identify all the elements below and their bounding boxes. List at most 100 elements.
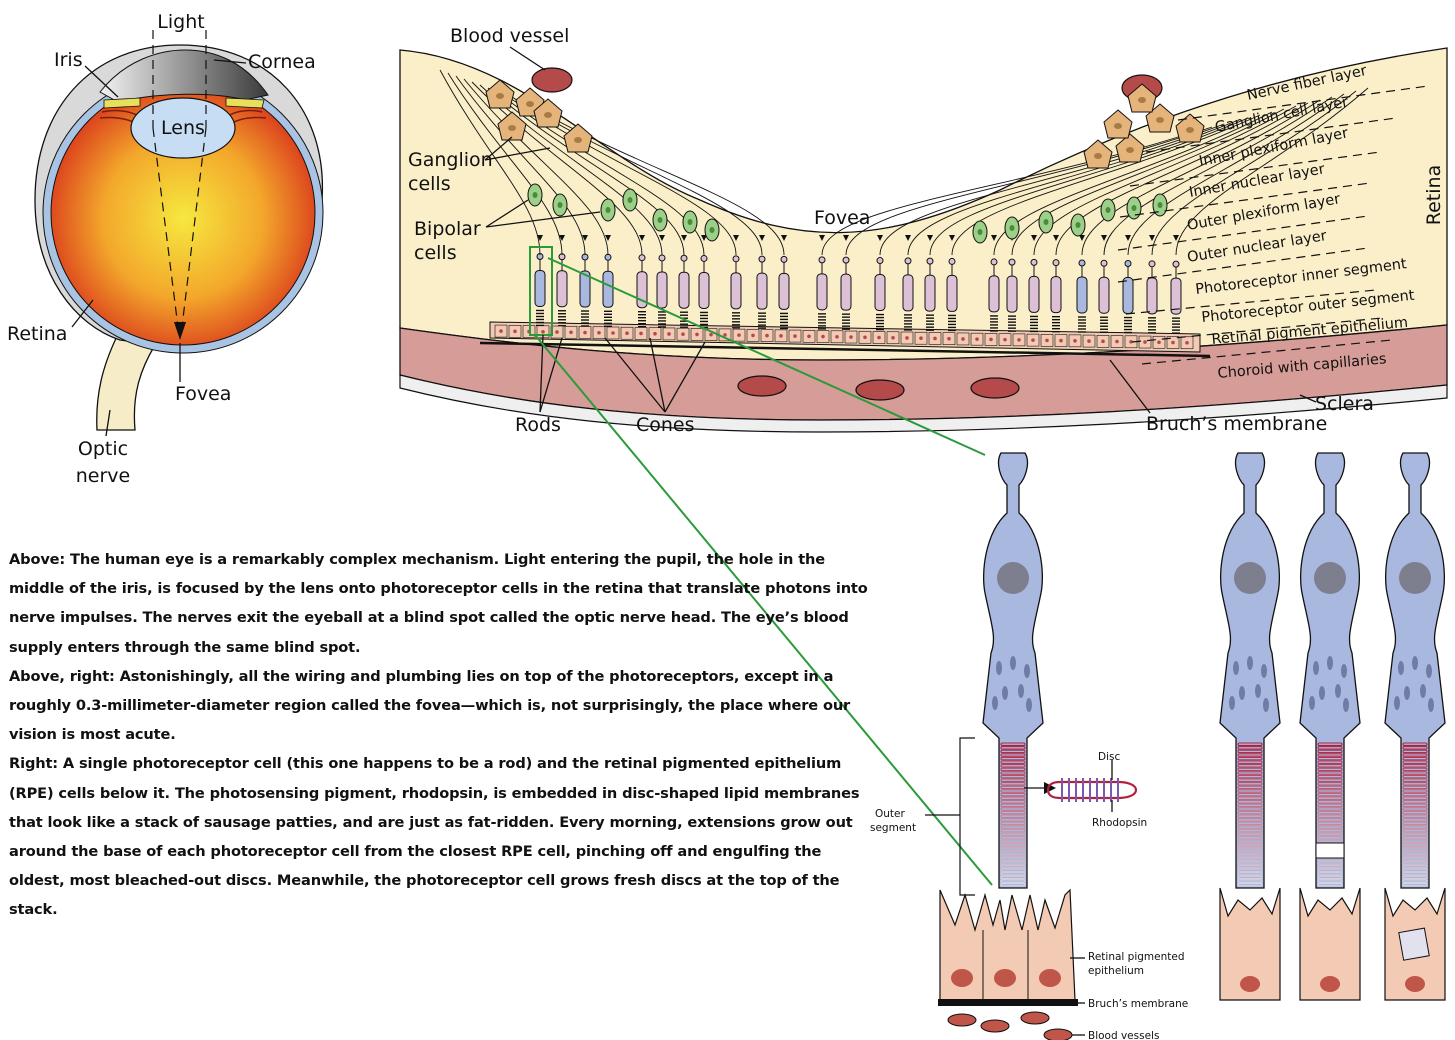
rod-cell	[983, 453, 1043, 888]
rod-inner-segment	[1123, 278, 1133, 314]
photoreceptor-terminal	[759, 256, 765, 262]
photoreceptor-terminal	[843, 257, 849, 263]
bipolar-nucleus	[1132, 205, 1137, 211]
vessel	[738, 376, 786, 396]
rpe-nucleus	[961, 337, 965, 341]
mitochondrion	[1319, 686, 1325, 700]
bipolar-nucleus	[658, 217, 663, 223]
rpe-nucleus	[1101, 340, 1105, 344]
label-ganglion-2: cells	[408, 173, 451, 195]
rpe-nucleus	[639, 332, 643, 336]
ganglion-nucleus	[544, 112, 552, 118]
mitochondrion	[1412, 656, 1418, 670]
rpe-nucleus	[1143, 340, 1147, 344]
bipolar-nucleus	[606, 207, 611, 213]
mitochondrion	[992, 696, 998, 710]
rod-nucleus	[1234, 562, 1266, 594]
rod-nucleus	[997, 562, 1029, 594]
mitochondrion	[1263, 698, 1269, 712]
bipolar-nucleus	[1010, 225, 1015, 231]
rpe-nucleus	[541, 330, 545, 334]
bipolar-nucleus	[1158, 202, 1163, 208]
cone-inner-segment	[947, 275, 957, 311]
vessel	[1044, 1029, 1072, 1040]
mitochondrion	[1394, 696, 1400, 710]
disc-bracket	[960, 738, 975, 895]
bipolar-nucleus	[1076, 222, 1081, 228]
bipolar-nucleus	[1044, 219, 1049, 225]
rpe-nucleus	[891, 336, 895, 340]
cone-inner-segment	[989, 276, 999, 312]
mitochondrion	[1233, 661, 1239, 675]
rpe-nucleus	[994, 969, 1016, 987]
mitochondrion	[1313, 661, 1319, 675]
label-iris: Iris	[54, 49, 83, 71]
bipolar-nucleus	[628, 197, 633, 203]
mitochondrion	[1327, 656, 1333, 670]
caption-paragraph: Above: The human eye is a remarkably com…	[9, 545, 869, 662]
cone-inner-segment	[817, 274, 827, 310]
cone-inner-segment	[779, 273, 789, 309]
cone-inner-segment	[1051, 277, 1061, 313]
mitochondrion	[1309, 696, 1315, 710]
cone-inner-segment	[757, 273, 767, 309]
label-vessels-detail: Blood vessels	[1088, 1030, 1159, 1040]
ganglion-nucleus	[1138, 97, 1146, 103]
vessel	[532, 68, 572, 92]
rpe-nucleus	[695, 333, 699, 337]
label-rods: Rods	[515, 414, 561, 436]
label-cornea: Cornea	[248, 51, 316, 73]
cone-inner-segment	[1099, 277, 1109, 313]
vessel	[948, 1014, 976, 1026]
photoreceptor-terminal	[733, 256, 739, 262]
mitochondrion	[1398, 661, 1404, 675]
cone-inner-segment	[699, 272, 709, 308]
photoreceptor-terminal	[1101, 260, 1107, 266]
rpe-nucleus	[951, 969, 973, 987]
rpe-nucleus	[1039, 969, 1061, 987]
label-rpe-1: Retinal pigmented	[1088, 951, 1185, 963]
photoreceptor-terminal	[639, 255, 645, 261]
rpe-nucleus	[779, 334, 783, 338]
rpe-nucleus	[877, 336, 881, 340]
bipolar-nucleus	[558, 202, 563, 208]
caption: Above: The human eye is a remarkably com…	[9, 545, 869, 925]
rpe-nucleus	[709, 333, 713, 337]
bipolar-nucleus	[533, 192, 538, 198]
label-bipolar-2: cells	[414, 242, 457, 264]
label-disc: Disc	[1098, 751, 1120, 763]
mitochondrion	[1335, 684, 1341, 698]
label-retina-eye: Retina	[7, 323, 67, 345]
label-cones: Cones	[636, 414, 695, 436]
mitochondrion	[1420, 684, 1426, 698]
photoreceptor-terminal	[927, 258, 933, 264]
mitochondrion	[1010, 656, 1016, 670]
label-bruchs: Bruch’s membrane	[1146, 413, 1327, 435]
label-outer-2: segment	[870, 822, 916, 834]
rod-inner-segment	[1077, 277, 1087, 313]
mitochondrion	[1024, 664, 1030, 678]
mitochondrion	[1247, 656, 1253, 670]
bipolar-nucleus	[1106, 207, 1111, 213]
rpe-nucleus	[737, 333, 741, 337]
rpe-nucleus	[751, 334, 755, 338]
rpe-nucleus	[905, 336, 909, 340]
label-blood-vessel: Blood vessel	[450, 25, 569, 47]
rpe-nucleus	[1171, 341, 1175, 345]
cone-inner-segment	[657, 272, 667, 308]
photoreceptor-terminal	[1173, 261, 1179, 267]
rod-inner-segment	[535, 270, 545, 306]
photoreceptor-terminal	[659, 255, 665, 261]
label-outer-1: Outer	[875, 808, 905, 820]
engulfed-discs	[1399, 928, 1429, 960]
rpe-nucleus	[513, 330, 517, 334]
label-light: Light	[157, 11, 204, 33]
mitochondrion	[1343, 698, 1349, 712]
rod-renewal-series	[1220, 453, 1445, 1000]
photoreceptor-terminal	[949, 258, 955, 264]
label-fovea-section: Fovea	[814, 207, 870, 229]
rpe-nucleus	[1017, 338, 1021, 342]
rpe-nucleus	[681, 332, 685, 336]
rod-inner-segment	[603, 271, 613, 307]
rpe-nucleus	[807, 335, 811, 339]
